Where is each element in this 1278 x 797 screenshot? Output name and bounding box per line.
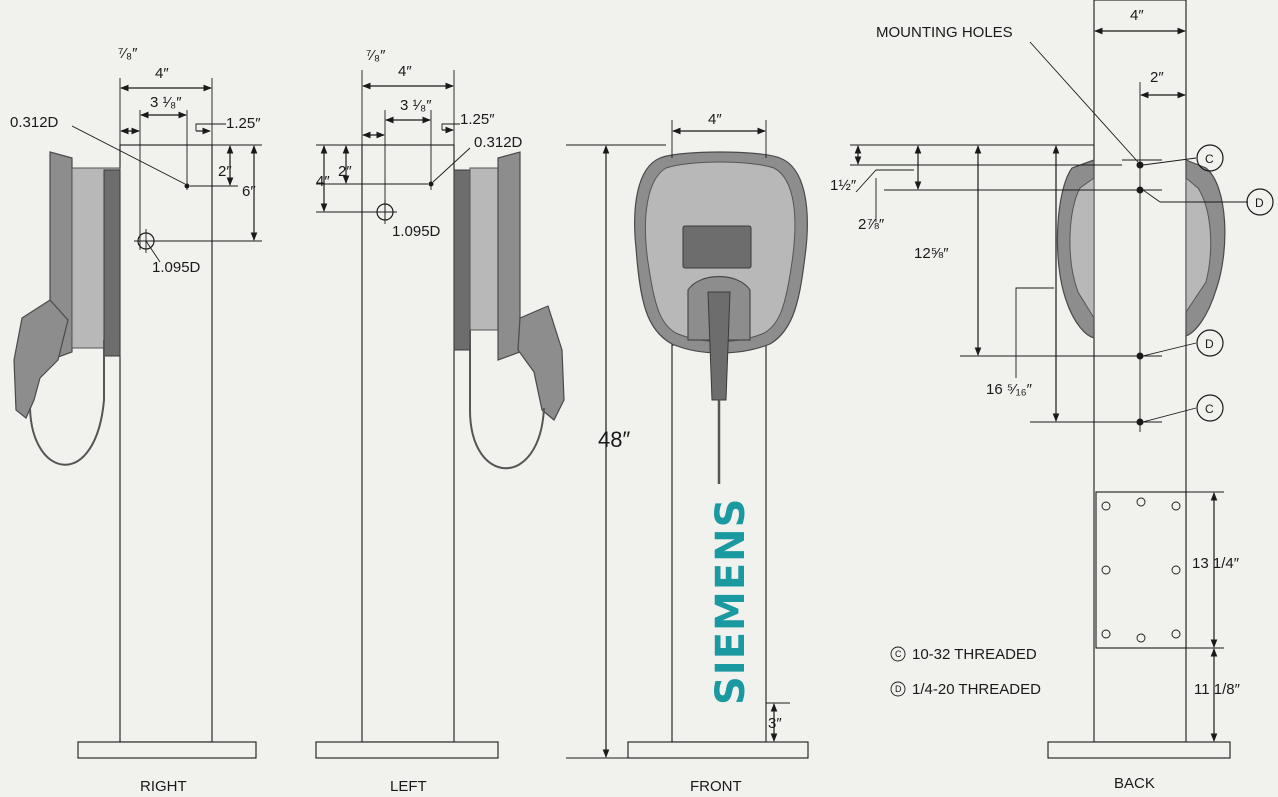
left-small-hole-label: 0.312D [474, 134, 523, 151]
legend-item-d: D 1/4-20 THREADED [890, 681, 1041, 698]
legend: C 10-32 THREADED D 1/4-20 THREADED [890, 646, 1041, 698]
right-vertical-6-label: 6″ [242, 183, 256, 200]
right-base-plate [77, 741, 257, 759]
front-view: 4″ 48″ SIEMENS 3″ FRONT [566, 111, 809, 795]
left-caption: LEFT [390, 778, 427, 795]
svg-text:10-32 THREADED: 10-32 THREADED [912, 646, 1037, 663]
callout-d-bottom: D [1196, 329, 1224, 357]
front-base-plate [627, 741, 809, 759]
brand-logo: SIEMENS [708, 498, 754, 705]
callout-c-bottom: C [1196, 394, 1224, 422]
right-small-hole [184, 183, 190, 189]
svg-text:D: D [1205, 337, 1214, 351]
back-dim-16-5-16-label: 16 ⁵⁄₁₆″ [986, 381, 1033, 398]
back-dim-12-5-8-label: 12⅝″ [914, 245, 949, 262]
right-view: 4″ ⁷⁄₈″ 3 ¹⁄₈″ 1.25″ 0.312D 1.095D 2″ 6″… [10, 45, 262, 795]
left-vertical-2-label: 2″ [338, 163, 352, 180]
right-charger-illustration [13, 151, 121, 466]
left-base-plate [315, 741, 499, 759]
right-large-hole-label: 1.095D [152, 259, 201, 276]
back-plate-height-label: 13 1/4″ [1192, 555, 1240, 572]
mounting-hole-d-bottom [1136, 352, 1144, 360]
back-mounting-plate [1095, 491, 1187, 649]
left-width-label: 4″ [398, 63, 412, 80]
back-charger-illustration [1056, 159, 1226, 339]
right-caption: RIGHT [140, 778, 187, 795]
back-caption: BACK [1114, 775, 1155, 792]
left-edge-offset-label: 1.25″ [460, 111, 495, 128]
back-plate-offset-label: 11 1/8″ [1194, 681, 1241, 698]
front-caption: FRONT [690, 778, 742, 795]
svg-text:1/4-20 THREADED: 1/4-20 THREADED [912, 681, 1041, 698]
front-base-height-label: 3″ [768, 715, 782, 732]
front-width-label: 4″ [708, 111, 722, 128]
right-width-label: 4″ [155, 65, 169, 82]
callout-d-top: D [1246, 188, 1274, 216]
right-offset-label: ⁷⁄₈″ [118, 45, 138, 62]
left-large-hole-label: 1.095D [392, 223, 441, 240]
mounting-hole-c-bottom [1136, 418, 1144, 426]
svg-text:C: C [1205, 152, 1214, 166]
mounting-hole-d-top [1136, 186, 1144, 194]
svg-text:C: C [895, 649, 902, 659]
front-height-label: 48″ [598, 427, 630, 452]
left-charger-illustration [453, 151, 565, 470]
right-small-hole-label: 0.312D [10, 114, 59, 131]
mounting-hole-c-top [1136, 161, 1144, 169]
svg-text:D: D [1255, 196, 1264, 210]
back-view: 4″ 2″ MOUNTING HOLES C D D [830, 0, 1274, 792]
callout-c-top: C [1196, 144, 1224, 172]
left-hole-spacing-label: 3 ¹⁄₈″ [400, 97, 432, 114]
right-post [119, 144, 213, 743]
back-half-width-label: 2″ [1150, 69, 1164, 86]
mounting-holes-label: MOUNTING HOLES [876, 24, 1013, 41]
back-base-plate [1047, 741, 1231, 759]
legend-item-c: C 10-32 THREADED [890, 646, 1037, 663]
right-vertical-2-label: 2″ [218, 163, 232, 180]
left-post [361, 144, 455, 743]
back-dim-1-1-2-label: 1½″ [830, 177, 857, 194]
back-dim-2-7-8-label: 2⅞″ [858, 216, 885, 233]
right-hole-spacing-label: 3 ¹⁄₈″ [150, 94, 182, 111]
right-edge-offset-label: 1.25″ [226, 115, 261, 132]
left-vertical-4-label: 4″ [316, 173, 330, 190]
svg-text:D: D [895, 684, 902, 694]
back-width-label: 4″ [1130, 7, 1144, 24]
svg-text:C: C [1205, 402, 1214, 416]
left-small-hole [428, 181, 434, 187]
left-view: 4″ ⁷⁄₈″ 3 ¹⁄₈″ 1.25″ 0.312D 1.095D 2″ 4″… [315, 47, 565, 795]
front-charger-illustration [634, 151, 808, 484]
left-offset-label: ⁷⁄₈″ [366, 47, 386, 64]
